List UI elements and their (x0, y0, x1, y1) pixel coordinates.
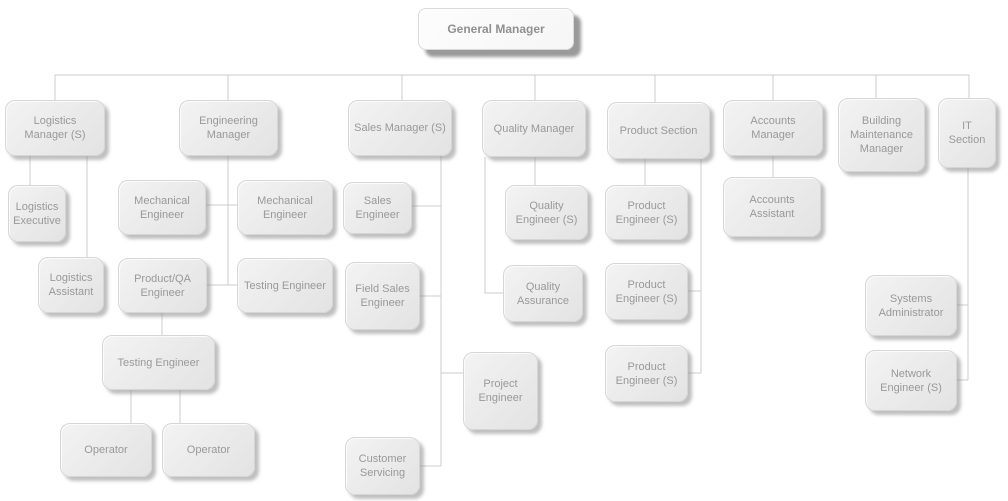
org-node-sales-engineer: Sales Engineer (343, 182, 412, 234)
org-node-systems-administrator: Systems Administrator (865, 275, 957, 336)
org-node-quality-manager: Quality Manager (482, 100, 586, 157)
org-node-product-engineer-3: Product Engineer (S) (605, 345, 688, 402)
org-node-general-manager: General Manager (418, 8, 574, 50)
org-node-accounts-assistant: Accounts Assistant (723, 177, 821, 237)
org-node-logistics-assistant: Logistics Assistant (38, 257, 104, 313)
org-node-logistics-executive: Logistics Executive (8, 185, 66, 242)
connector-quality-assurance (484, 157, 503, 294)
org-node-mechanical-engineer-1: Mechanical Engineer (118, 180, 206, 235)
org-node-operator-2: Operator (162, 423, 255, 477)
org-node-sales-manager: Sales Manager (S) (348, 100, 452, 156)
org-node-field-sales-engineer: Field Sales Engineer (345, 262, 420, 330)
org-node-product-section: Product Section (607, 102, 710, 159)
org-node-quality-assurance: Quality Assurance (503, 265, 583, 322)
org-node-operator-1: Operator (60, 423, 152, 477)
org-node-it-section: IT Section (938, 98, 996, 168)
org-node-engineering-manager: Engineering Manager (179, 100, 278, 156)
org-node-building-maintenance-manager: Building Maintenance Manager (838, 98, 925, 172)
org-node-testing-engineer-1: Testing Engineer (237, 258, 333, 313)
org-node-mechanical-engineer-2: Mechanical Engineer (237, 180, 333, 235)
org-node-customer-servicing: Customer Servicing (345, 437, 420, 495)
org-node-network-engineer: Network Engineer (S) (865, 350, 957, 411)
org-node-quality-engineer: Quality Engineer (S) (505, 185, 588, 240)
org-node-product-engineer-1: Product Engineer (S) (605, 185, 688, 240)
org-node-logistics-manager: Logistics Manager (S) (5, 100, 105, 156)
org-node-project-engineer: Project Engineer (463, 352, 538, 430)
org-node-product-qa-engineer: Product/QA Engineer (118, 258, 207, 313)
org-node-accounts-manager: Accounts Manager (723, 100, 823, 156)
org-node-product-engineer-2: Product Engineer (S) (605, 263, 688, 320)
org-node-testing-engineer-2: Testing Engineer (102, 335, 215, 390)
